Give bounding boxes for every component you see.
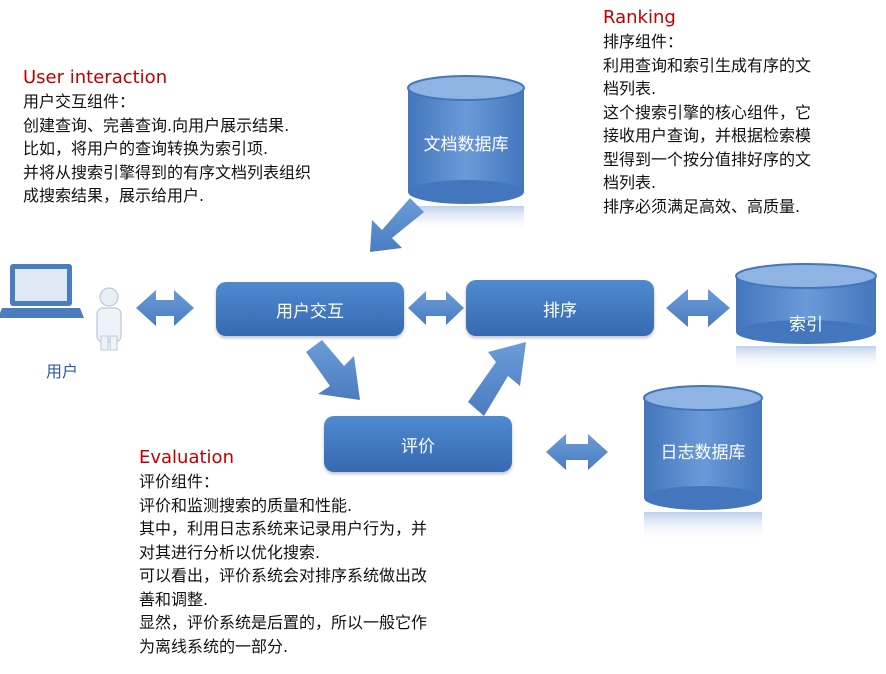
evaluation-description: Evaluation 评价组件： 评价和监测搜索的质量和性能. 其中，利用日志系… (139, 446, 427, 658)
ranking-line: 档列表. (603, 173, 657, 192)
user-interaction-line: 用户交互组件： (23, 92, 136, 111)
user-label: 用户 (46, 362, 79, 381)
evaluation-to-ranking-arrow (468, 342, 526, 416)
evaluation-box-label: 评价 (401, 436, 435, 457)
docdb-to-interaction-arrow (370, 198, 424, 252)
evaluation-line: 为离线系统的一部分. (139, 636, 289, 656)
ranking-line: 排序必须满足高效、高质量. (603, 196, 801, 216)
doc-db-cylinder: 文档数据库 (407, 75, 525, 232)
evaluation-line: 评价组件： (139, 472, 220, 491)
doc-db-label: 文档数据库 (424, 135, 509, 155)
user-interaction-line: 并将从搜索引擎得到的有序文档列表组织 (23, 162, 312, 182)
ranking-line: 排序组件： (603, 32, 684, 51)
user-interaction-box-label: 用户交互 (276, 301, 344, 322)
evaluation-heading: Evaluation (139, 447, 234, 468)
ranking-line: 利用查询和索引生成有序的文 (603, 55, 812, 75)
ranking-heading: Ranking (603, 7, 676, 28)
user-interaction-line: 比如，将用户的查询转换为索引项. (23, 139, 269, 158)
evaluation-box: 评价 (324, 416, 512, 472)
person-icon (96, 287, 122, 351)
ranking-description: Ranking 排序组件： 利用查询和索引生成有序的文 档列表. 这个搜索引擎的… (603, 6, 811, 218)
index-label: 索引 (789, 315, 823, 335)
evaluation-line: 显然，评价系统是后置的，所以一般它作 (139, 613, 428, 632)
user-interaction-box: 用户交互 (216, 282, 404, 336)
ranking-line: 这个搜索引擎的核心组件，它 (603, 102, 812, 122)
ranking-line: 型得到一个按分值排好序的文 (603, 149, 812, 169)
ranking-line: 接收用户查询，并根据检索模 (603, 126, 812, 145)
evaluation-line: 对其进行分析以优化搜索. (139, 542, 321, 562)
user-interaction-description: User interaction 用户交互组件： 创建查询、完善查询.向用户展示… (23, 66, 311, 208)
user-interaction-heading: User interaction (23, 67, 168, 88)
user-interaction-line: 成搜索结果，展示给用户. (23, 186, 205, 205)
log-db-cylinder: 日志数据库 (643, 385, 763, 542)
ranking-box: 排序 (466, 280, 654, 336)
interaction-ranking-double-arrow (408, 291, 464, 325)
user-interaction-line: 创建查询、完善查询.向用户展示结果. (23, 115, 290, 135)
evaluation-line: 评价和监测搜索的质量和性能. (139, 495, 353, 515)
laptop-icon (0, 264, 84, 318)
evaluation-line: 其中，利用日志系统来记录用户行为，并 (139, 519, 428, 538)
user-interaction-double-arrow (136, 290, 194, 326)
ranking-index-double-arrow (666, 289, 730, 327)
log-db-label: 日志数据库 (661, 443, 746, 463)
evaluation-line: 善和调整. (139, 589, 209, 609)
ranking-line: 档列表. (603, 79, 657, 98)
evaluation-log-double-arrow (546, 434, 608, 470)
index-cylinder: 索引 (735, 263, 877, 370)
evaluation-line: 可以看出，评价系统会对排序系统做出改 (139, 566, 428, 585)
interaction-to-evaluation-arrow (306, 340, 360, 400)
ranking-box-label: 排序 (543, 300, 577, 321)
